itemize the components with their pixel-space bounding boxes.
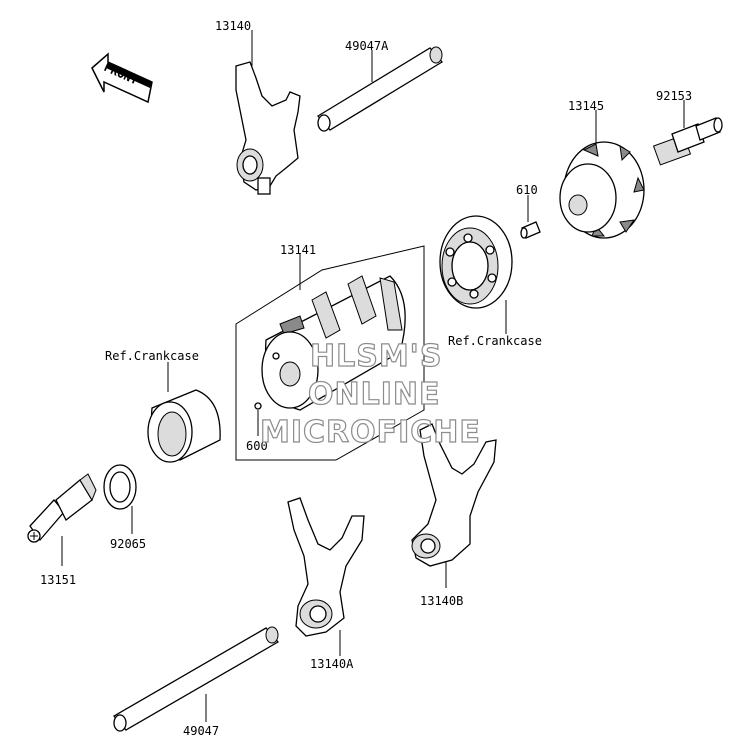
bearing-right bbox=[439, 215, 513, 309]
shift-fork-b bbox=[411, 423, 497, 567]
callout-13140A: 13140A bbox=[310, 657, 354, 671]
shift-rod-top bbox=[317, 46, 443, 132]
needle-bearing-left bbox=[147, 389, 221, 463]
callout-ref-crankcase-right: Ref.Crankcase bbox=[448, 334, 542, 348]
callout-49047: 49047 bbox=[183, 724, 219, 738]
shift-drum bbox=[261, 275, 406, 411]
watermark-line3: MICROFICHE bbox=[260, 415, 481, 450]
callout-13140B: 13140B bbox=[420, 594, 463, 608]
callout-13140-top: 13140 bbox=[215, 19, 251, 33]
washer bbox=[103, 464, 137, 510]
front-direction-arrow-icon: FRONT bbox=[91, 52, 153, 104]
shift-fork-top bbox=[235, 61, 301, 195]
callout-92153: 92153 bbox=[656, 89, 692, 103]
pin-610 bbox=[520, 221, 541, 239]
callout-49047A: 49047A bbox=[345, 39, 389, 53]
stopper-bolt bbox=[652, 117, 723, 166]
neutral-switch bbox=[27, 473, 97, 543]
callout-13145: 13145 bbox=[568, 99, 604, 113]
shift-drum-box bbox=[235, 245, 425, 461]
callout-13151: 13151 bbox=[40, 573, 76, 587]
watermark: HLSM'S ONLINE MICROFICHE bbox=[259, 338, 481, 450]
watermark-line2: ONLINE bbox=[308, 377, 441, 412]
watermark-line1: HLSM'S bbox=[310, 339, 442, 374]
callout-13141: 13141 bbox=[280, 243, 316, 257]
callout-610: 610 bbox=[516, 183, 538, 197]
drum-pin bbox=[254, 402, 262, 410]
shift-fork-a bbox=[287, 497, 365, 637]
shift-rod-bottom bbox=[112, 626, 280, 732]
shift-drum-cam bbox=[559, 141, 645, 239]
callout-92065: 92065 bbox=[110, 537, 146, 551]
callout-600: 600 bbox=[246, 439, 268, 453]
callout-ref-crankcase-left: Ref.Crankcase bbox=[105, 349, 199, 363]
